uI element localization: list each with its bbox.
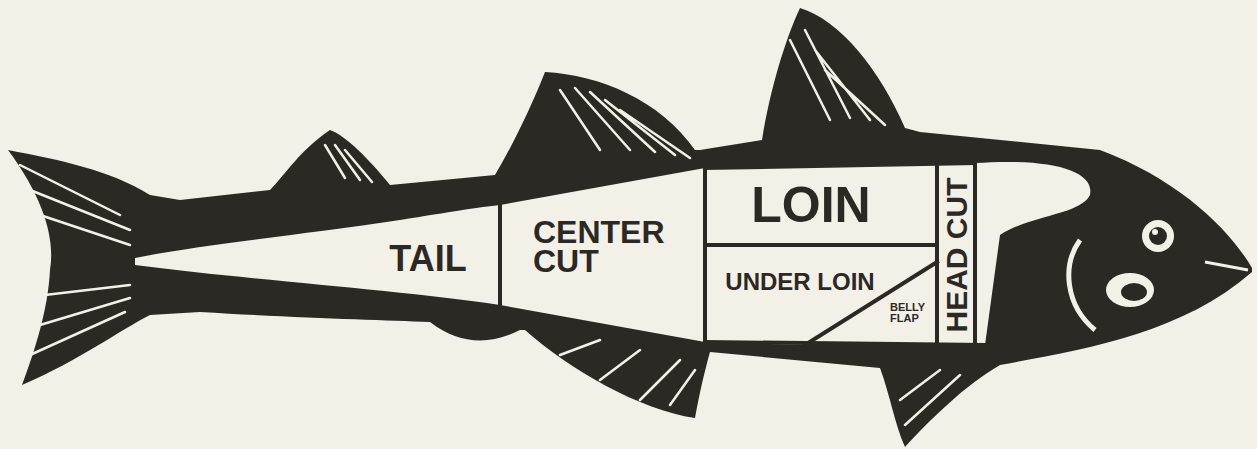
gill-line bbox=[1069, 240, 1095, 330]
cut-region: UNDER LOIN bbox=[722, 267, 878, 297]
fish-eye bbox=[1142, 220, 1174, 252]
cut-label: LOIN bbox=[751, 180, 871, 230]
cut-region: TAIL bbox=[386, 238, 470, 280]
eye-highlight bbox=[1152, 229, 1158, 235]
cut-line bbox=[705, 163, 975, 168]
cheek-mark-inner bbox=[1121, 283, 1147, 301]
cheek-mark bbox=[1106, 273, 1154, 307]
cut-region: LOIN bbox=[748, 177, 874, 233]
cut-label: UNDER LOIN bbox=[725, 270, 875, 294]
cut-line bbox=[973, 163, 977, 345]
cut-label: BELLY FLAP bbox=[890, 302, 930, 324]
cut-line bbox=[935, 165, 939, 345]
cut-label: CENTER CUT bbox=[533, 218, 673, 277]
cut-region: CENTER CUT bbox=[530, 215, 676, 280]
fish-silhouette bbox=[8, 8, 1252, 447]
fish-pupil bbox=[1149, 227, 1167, 245]
cut-label: HEAD CUT bbox=[941, 178, 971, 333]
fish-flesh bbox=[135, 162, 1090, 345]
cut-line bbox=[703, 168, 707, 342]
cut-region: BELLY FLAP bbox=[887, 299, 933, 327]
mouth-line bbox=[1205, 262, 1248, 270]
cut-line bbox=[705, 342, 985, 345]
cut-label: TAIL bbox=[389, 241, 467, 277]
cut-line bbox=[705, 243, 937, 247]
cut-region: HEAD CUT bbox=[938, 174, 974, 337]
cut-line bbox=[498, 205, 502, 305]
cut-lines bbox=[500, 163, 985, 345]
